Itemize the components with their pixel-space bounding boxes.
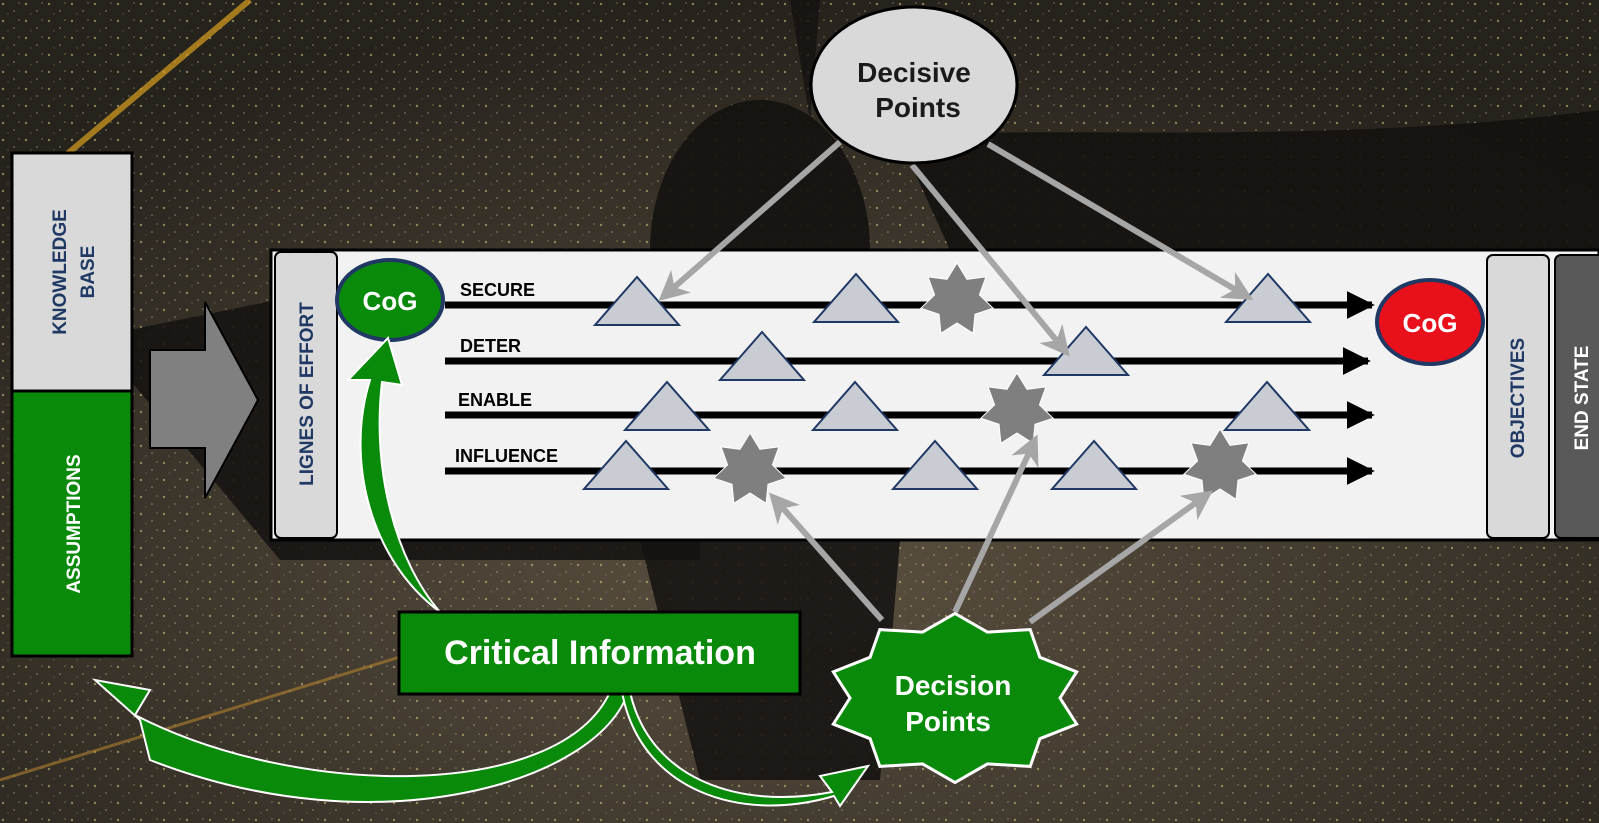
cog-left-label: CoG: [363, 286, 418, 316]
end-state-box: END STATE: [1554, 254, 1599, 539]
line-label: DETER: [460, 336, 521, 356]
cog-right: CoG: [1375, 278, 1485, 366]
decision-point-star: [1182, 428, 1258, 501]
gray-arrow: [986, 141, 1254, 301]
decisive-point-triangle: [1222, 380, 1312, 431]
line-label: ENABLE: [458, 390, 532, 410]
lines-of-effort-label: LIGNES OF EFFORT: [297, 302, 318, 486]
green-curved-arrows: [91, 336, 871, 808]
arrow-to-cog: [345, 336, 441, 613]
knowledge-base-box: KNOWLEDGE BASE: [10, 151, 134, 393]
decisive-point-triangle: [811, 272, 901, 323]
flow-arrow: [149, 301, 260, 499]
decision-points: Decision Points: [831, 611, 1079, 785]
lines-of-effort-box: LIGNES OF EFFORT: [274, 251, 338, 539]
decisive-point-triangle: [581, 439, 671, 490]
decisive-point-triangle: [1049, 439, 1139, 490]
objectives-box: OBJECTIVES: [1486, 254, 1550, 539]
arrow-to-decision-points: [620, 691, 871, 808]
gray-arrow: [769, 492, 885, 622]
decision-point-star: [919, 262, 995, 335]
critical-information-label: Critical Information: [444, 634, 756, 672]
decision-points-line2: Points: [905, 706, 991, 737]
decision-point-star: [979, 372, 1055, 445]
decisive-points-line2: Points: [875, 92, 961, 123]
assumptions-label: ASSUMPTIONS: [64, 454, 85, 593]
gray-arrow: [952, 434, 1039, 614]
gray-arrow: [1028, 490, 1213, 625]
decisive-points-line1: Decisive: [857, 57, 971, 88]
objectives-label: OBJECTIVES: [1508, 338, 1529, 458]
line-label: INFLUENCE: [455, 446, 558, 466]
decisive-points: Decisive Points: [809, 5, 1019, 165]
decisive-point-triangle: [810, 380, 900, 431]
knowledge-base-label-line2: BASE: [78, 246, 99, 299]
cog-right-label: CoG: [1403, 308, 1458, 338]
arrow-to-assumptions: [91, 678, 630, 803]
assumptions-box: ASSUMPTIONS: [10, 389, 134, 658]
decisive-point-triangle: [717, 330, 807, 381]
gray-arrow: [909, 163, 1070, 357]
decisive-point-triangle: [622, 380, 712, 431]
line-markers: [581, 262, 1313, 505]
line-label: SECURE: [460, 280, 535, 300]
decisive-point-triangle: [592, 275, 682, 326]
decision-point-star: [712, 432, 788, 505]
end-state-label: END STATE: [1572, 346, 1593, 451]
decisive-decision-arrows: [658, 139, 1254, 625]
cog-left: CoG: [335, 258, 445, 342]
decisive-point-triangle: [890, 439, 980, 490]
decision-points-line1: Decision: [895, 670, 1012, 701]
critical-information-box: Critical Information: [397, 610, 802, 696]
knowledge-base-label-line1: KNOWLEDGE: [50, 209, 71, 335]
gray-arrow: [658, 139, 842, 301]
